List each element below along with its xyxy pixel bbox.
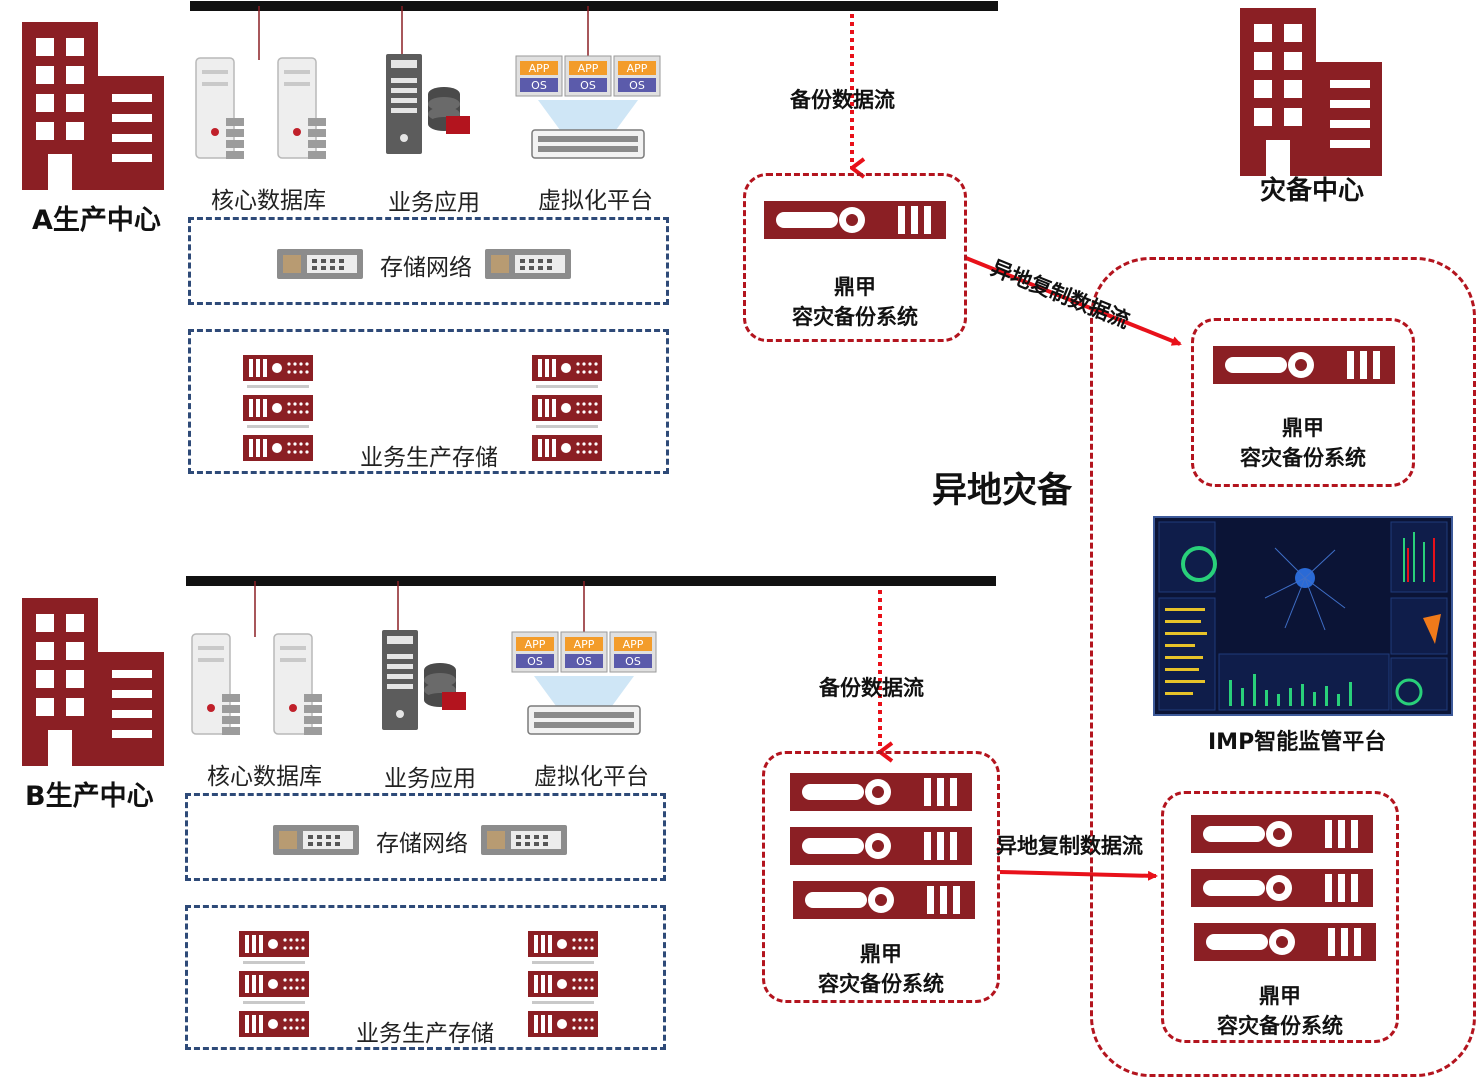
production-storage-box-b (185, 905, 666, 1050)
virtualization-label: 虚拟化平台 (534, 764, 649, 790)
storage-network-label: 存储网络 (376, 831, 468, 857)
backup-system-box-dr2 (1161, 791, 1399, 1043)
replication-flow-label-b: 异地复制数据流 (996, 834, 1143, 858)
business-app-label: 业务应用 (388, 190, 480, 216)
virtualization-icon (515, 55, 661, 159)
backup-system-label-b: 鼎甲容灾备份系统 (818, 942, 944, 996)
backup-system-label-dr2: 鼎甲容灾备份系统 (1217, 984, 1343, 1038)
db-server-icon (273, 633, 323, 736)
virtualization-icon (511, 631, 657, 735)
virtualization-label: 虚拟化平台 (538, 188, 653, 214)
replication-arrow-a (965, 256, 1182, 346)
site-a-label: A生产中心 (32, 205, 161, 236)
db-server-icon (277, 57, 327, 160)
building-a-icon (22, 22, 164, 190)
backup-system-box-b (762, 751, 1000, 1003)
backup-system-label-a: 鼎甲容灾备份系统 (792, 275, 918, 329)
backup-system-box-dr1 (1191, 318, 1415, 487)
imp-dashboard-screenshot (1153, 516, 1453, 716)
core-db-label: 核心数据库 (211, 188, 326, 214)
production-storage-label: 业务生产存储 (356, 1021, 494, 1047)
backup-flow-label-b: 备份数据流 (819, 676, 924, 700)
storage-network-box-b (185, 793, 666, 881)
app-server-icon (386, 54, 470, 154)
production-storage-box-a (188, 329, 669, 474)
app-server-icon (382, 630, 466, 730)
db-server-icon (195, 57, 245, 160)
building-dr-icon (1240, 8, 1382, 176)
business-app-label: 业务应用 (384, 766, 476, 792)
storage-network-label: 存储网络 (380, 255, 472, 281)
dr-center-label: 灾备中心 (1260, 176, 1365, 206)
remote-dr-zone (1090, 257, 1476, 1077)
backup-flow-label-a: 备份数据流 (790, 88, 895, 112)
site-b-label: B生产中心 (25, 781, 154, 812)
imp-platform-label: IMP智能监管平台 (1208, 730, 1387, 755)
core-db-label: 核心数据库 (207, 764, 322, 790)
backup-system-label-dr1: 鼎甲容灾备份系统 (1240, 416, 1366, 470)
db-server-icon (191, 633, 241, 736)
backup-system-box-a (743, 173, 967, 342)
production-storage-label: 业务生产存储 (360, 445, 498, 471)
replication-arrow-b (999, 870, 1158, 881)
remote-dr-label: 异地灾备 (932, 471, 1073, 511)
storage-network-box-a (188, 217, 669, 305)
building-b-icon (22, 598, 164, 766)
